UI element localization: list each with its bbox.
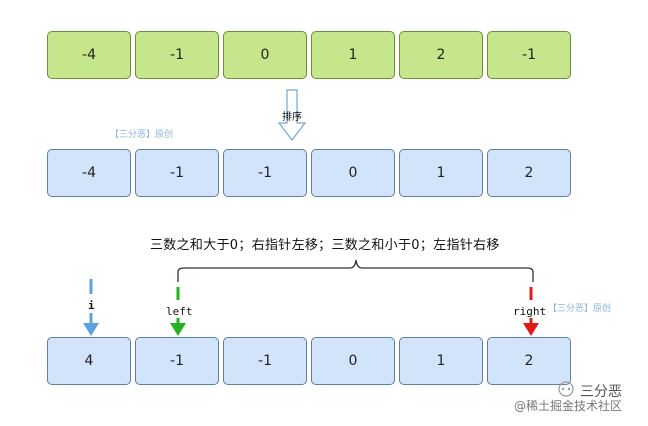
- footer-site: @稀土掘金技术社区: [514, 399, 623, 413]
- array-cell: 2: [487, 337, 571, 385]
- sort-arrow-icon: [277, 89, 307, 141]
- array-cell: 2: [487, 149, 571, 197]
- array-cell: -4: [47, 149, 131, 197]
- i-pointer-label: i: [88, 299, 95, 312]
- watermark: 【三分恶】原创: [548, 304, 612, 314]
- rule-text: 三数之和大于0；右指针左移；三数之和小于0；左指针右移: [150, 238, 500, 253]
- sort-label: 排序: [282, 112, 302, 123]
- i-pointer-arrow-icon: [83, 279, 99, 336]
- array-cell: -1: [135, 149, 219, 197]
- left-pointer-label: left: [166, 305, 193, 318]
- brand-logo-icon: [558, 381, 574, 397]
- array-cell: 0: [223, 31, 307, 79]
- array-cell: 1: [399, 149, 483, 197]
- array-cell: -1: [223, 149, 307, 197]
- watermark: 【三分恶】原创: [110, 130, 174, 140]
- array-cell: 1: [399, 337, 483, 385]
- array-cell: -4: [47, 31, 131, 79]
- array-cell: 1: [311, 31, 395, 79]
- left-pointer-arrow-icon: [170, 287, 186, 336]
- array-cell: 0: [311, 337, 395, 385]
- brace: [177, 259, 534, 282]
- right-pointer-label: right: [513, 305, 547, 318]
- array-cell: -1: [223, 337, 307, 385]
- footer-brand: 三分恶: [580, 384, 622, 400]
- array-cell: -1: [135, 31, 219, 79]
- array-cell: 4: [47, 337, 131, 385]
- array-cell: 2: [399, 31, 483, 79]
- array-cell: -1: [487, 31, 571, 79]
- right-pointer-arrow-icon: [523, 287, 539, 336]
- array-cell: 0: [311, 149, 395, 197]
- pointer-array: 4 -1 -1 0 1 2: [47, 337, 571, 385]
- original-array: -4 -1 0 1 2 -1: [47, 31, 571, 79]
- sorted-array: -4 -1 -1 0 1 2: [47, 149, 571, 197]
- array-cell: -1: [135, 337, 219, 385]
